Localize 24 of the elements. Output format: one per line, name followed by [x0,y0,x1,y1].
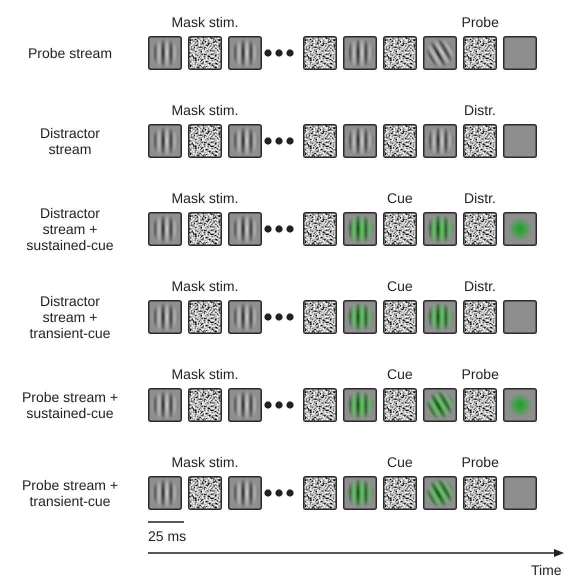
frame-label: Cue [387,366,413,382]
frame-label: Cue [387,190,413,206]
frame-label: Mask stim. [172,278,238,294]
frame-label: Cue [387,454,413,470]
frame-label: Cue [387,278,413,294]
frame-label: Distr. [464,190,496,206]
row-label: Distractor stream [39,125,101,157]
axis-label: Time [531,562,562,578]
row-label: Distractor stream + sustained-cue [25,205,115,253]
frame-label: Mask stim. [172,454,238,470]
frame-label: Distr. [464,278,496,294]
frame-label: Distr. [464,102,496,118]
frame-label: Mask stim. [172,14,238,30]
scale-label: 25 ms [148,528,186,544]
frame-label: Mask stim. [172,102,238,118]
frame-label: Probe [462,366,499,382]
row-label: Probe stream + transient-cue [20,477,120,509]
frame-label: Mask stim. [172,190,238,206]
row-label: Probe stream + sustained-cue [20,389,120,421]
row-label: Distractor stream + transient-cue [28,293,112,341]
frame-label: Probe [462,14,499,30]
frame-label: Mask stim. [172,366,238,382]
frame-label: Probe [462,454,499,470]
row-label: Probe stream [26,45,114,61]
